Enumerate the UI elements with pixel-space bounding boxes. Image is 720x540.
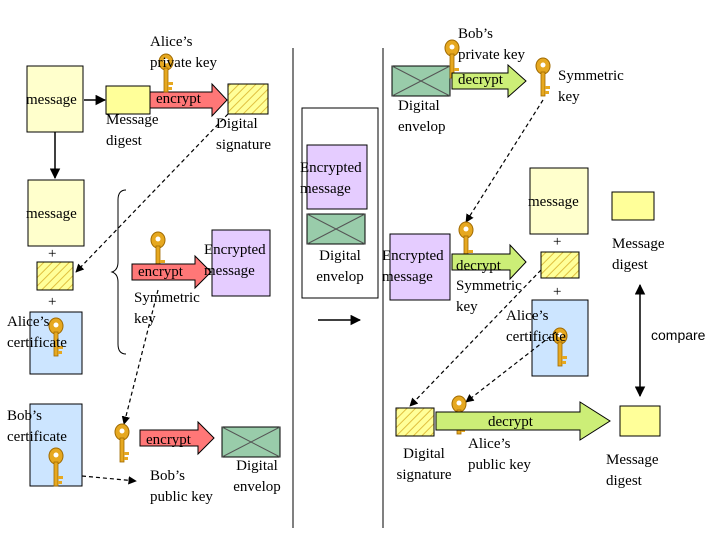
bundle-signature-box — [36, 261, 74, 291]
transit-envelop-label: Digital envelop — [316, 248, 364, 285]
transit-encrypted-message-label: Encrypted message — [300, 160, 362, 197]
bundle-signature-to-signature-arrow — [409, 269, 542, 407]
sender-encrypted-message-label: Encrypted message — [204, 242, 266, 279]
receiver-alice-certificate-label: Alice’s certificate — [506, 308, 566, 345]
bundle-message-box — [27, 179, 85, 247]
key-encrypt-label: encrypt — [146, 432, 191, 448]
receiver-envelop-label: Digital envelop — [398, 98, 446, 135]
receiver-plus-1-label: + — [553, 234, 562, 250]
sender-encrypted-message-box — [211, 229, 271, 297]
message-encrypt-arrow — [131, 254, 212, 290]
receiver-symmetric-key-2-label: Symmetric key — [456, 278, 522, 315]
receiver-symmetric-key-icon — [535, 57, 551, 97]
transit-frame — [301, 107, 379, 299]
envelop-decrypt-label: decrypt — [458, 72, 503, 88]
digital-signature-label: Digital signature — [216, 116, 271, 153]
receiver-envelop-icon — [391, 65, 451, 97]
bob-public-key-label: Bob’s public key — [150, 468, 213, 505]
message-encrypt-label: encrypt — [138, 264, 183, 280]
symkey-encrypt-icon — [114, 423, 130, 463]
signature-to-bundle-arrow — [75, 113, 229, 273]
receiver-message-digest-2-label: Message digest — [606, 452, 659, 489]
receiver-symmetric-key-label: Symmetric key — [558, 68, 624, 105]
compare-label: compare — [651, 327, 706, 343]
sign-encrypt-label: encrypt — [156, 91, 201, 107]
receiver-digest-box — [611, 191, 655, 221]
bundle-message-label: message — [26, 206, 77, 222]
receiver-signature-label: Digital signature — [396, 446, 452, 483]
sender-message-box — [26, 65, 84, 133]
receiver-signature-box — [395, 407, 435, 437]
receiver-message-box — [529, 167, 589, 235]
sender-digest-box — [105, 85, 151, 115]
receiver-plus-2-label: + — [553, 284, 562, 300]
message-decrypt-arrow — [451, 243, 527, 281]
sender-envelop-icon — [221, 426, 281, 458]
signature-decrypt-label: decrypt — [488, 414, 533, 430]
alice-certificate-label: Alice’s certificate — [7, 314, 67, 351]
alice-public-key-label: Alice’s public key — [468, 436, 531, 473]
bob-certificate-label: Bob’s certificate — [7, 408, 67, 445]
symkey-to-decrypt-arrow — [465, 99, 544, 223]
envelop-decrypt-arrow — [451, 63, 527, 99]
signature-decrypt-arrow — [435, 401, 611, 441]
sender-symmetric-key-label: Symmetric key — [134, 290, 200, 327]
message-decrypt-label: decrypt — [456, 258, 501, 274]
sender-envelop-label: Digital envelop — [233, 458, 281, 495]
sender-signature-box — [227, 83, 269, 115]
plus-2-label: + — [48, 294, 57, 310]
transit-envelop-icon — [306, 213, 366, 245]
certificate-key-to-decrypt-arrow — [465, 331, 557, 403]
transit-encrypted-message-box — [306, 144, 368, 210]
receiver-encrypted-message-label: Encrypted message — [382, 248, 444, 285]
bob-private-key-label: Bob’s private key — [458, 26, 526, 63]
message-digest-label: Message digest — [106, 112, 159, 149]
bundle-brace — [110, 189, 127, 355]
receiver-digest-2-box — [619, 405, 661, 437]
alice-private-key-label: Alice’s private key — [150, 34, 218, 71]
receiver-message-digest-label: Message digest — [612, 236, 665, 273]
receiver-encrypted-message-box — [389, 233, 451, 301]
receiver-message-label: message — [528, 194, 579, 210]
bob-key-to-encrypt-arrow — [81, 475, 137, 485]
symkey-to-encrypt-arrow — [121, 289, 159, 425]
sign-encrypt-arrow — [149, 82, 228, 118]
plus-1-label: + — [48, 246, 57, 262]
receiver-signature-bundle-box — [540, 251, 580, 279]
sender-message-label: message — [26, 92, 77, 108]
key-encrypt-arrow — [139, 420, 215, 456]
